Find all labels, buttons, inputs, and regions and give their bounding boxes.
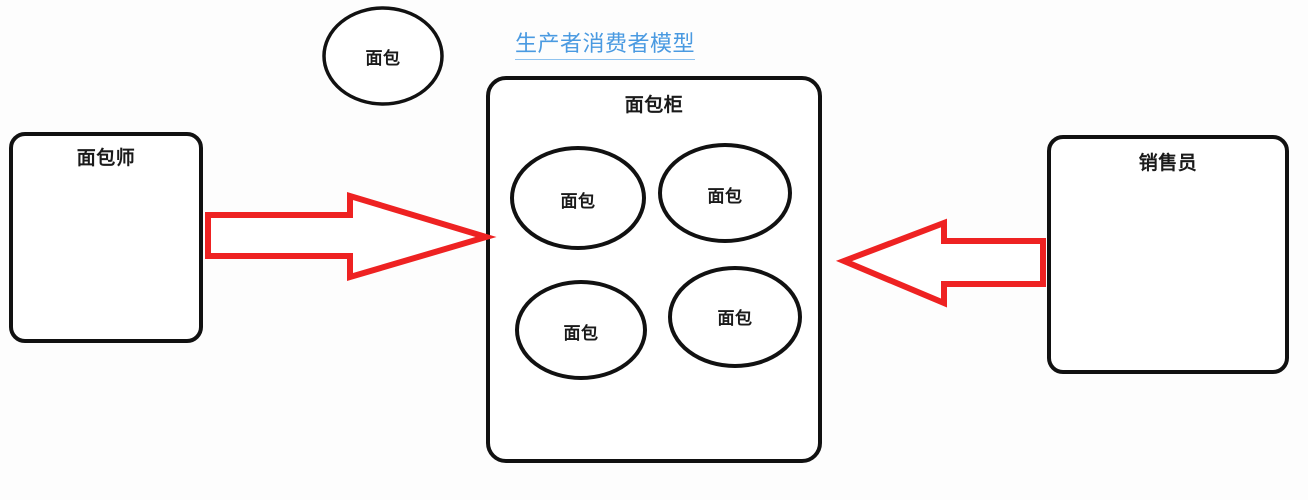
buffer-box-shape[interactable] xyxy=(486,76,822,463)
floating-bread-label: 面包 xyxy=(365,49,401,69)
bread-label-1: 面包 xyxy=(560,192,596,212)
bread-label-3: 面包 xyxy=(563,324,599,344)
consumer-box-label: 销售员 xyxy=(1138,152,1198,174)
buffer-box-label: 面包柜 xyxy=(624,94,684,116)
bread-ellipse-2[interactable] xyxy=(658,143,792,243)
consumer-box-shape[interactable] xyxy=(1047,135,1289,374)
producer-box-shape[interactable] xyxy=(9,132,203,343)
bread-ellipse-3[interactable] xyxy=(515,280,647,380)
bread-ellipse-4[interactable] xyxy=(668,266,802,368)
bread-label-2: 面包 xyxy=(707,187,743,207)
producer-box-label: 面包师 xyxy=(76,147,136,169)
floating-bread-ellipse[interactable] xyxy=(322,6,444,106)
bread-ellipse-1[interactable] xyxy=(510,146,646,250)
consume-arrow-shape[interactable] xyxy=(835,218,1046,308)
page-title: 生产者消费者模型 xyxy=(515,26,696,60)
bread-label-4: 面包 xyxy=(717,309,753,329)
produce-arrow-shape[interactable] xyxy=(205,191,497,282)
